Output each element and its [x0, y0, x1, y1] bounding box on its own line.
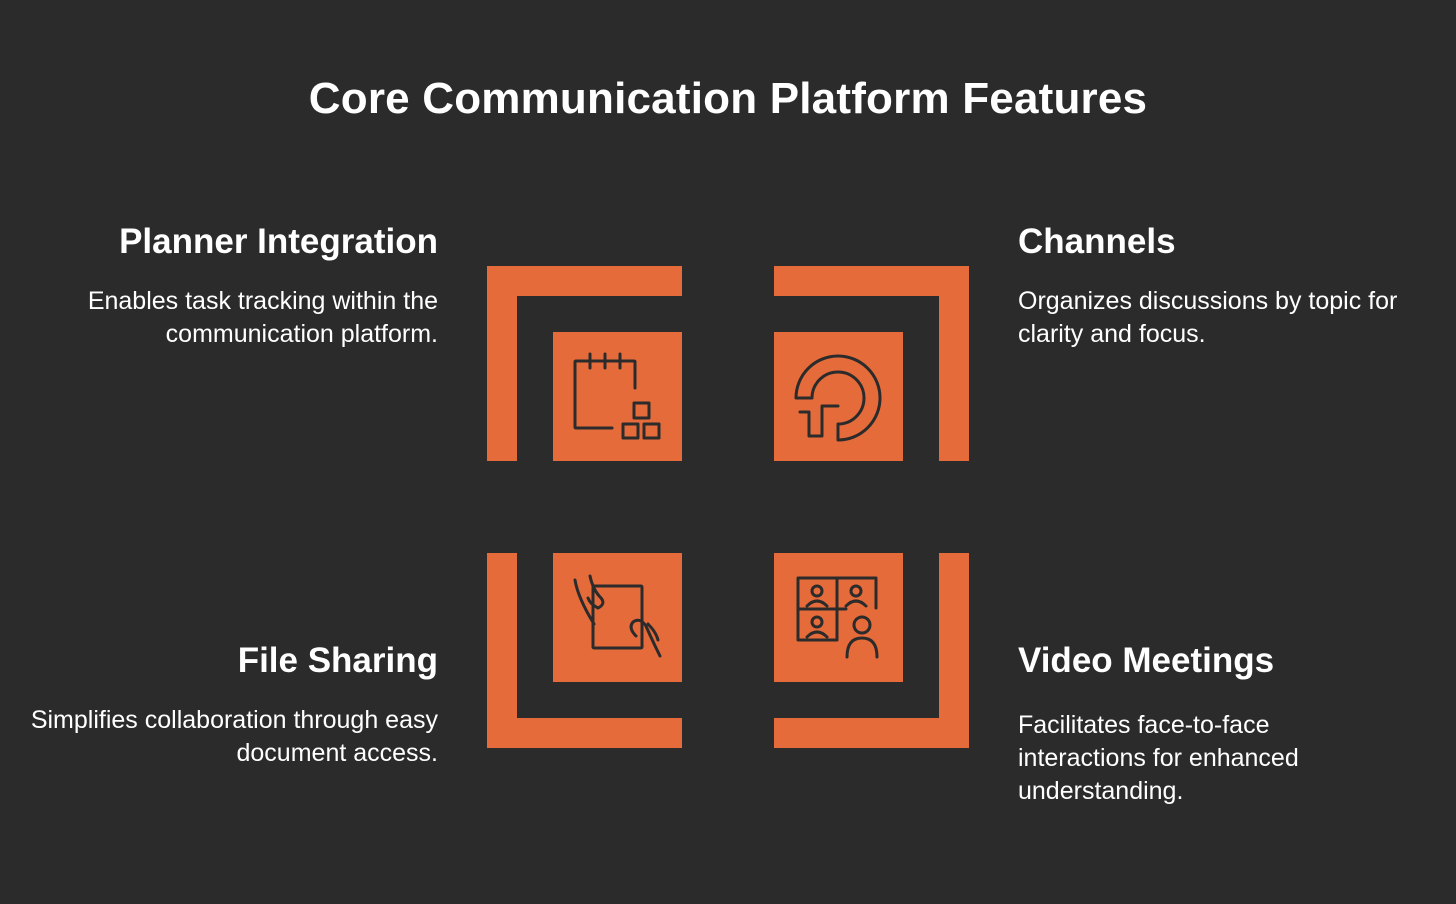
video-meetings-heading: Video Meetings	[1018, 641, 1275, 680]
channels-icon-tile	[774, 332, 903, 461]
file-sharing-description: Simplifies collaboration through easy do…	[30, 706, 438, 767]
video-meetings-description: Facilitates face-to-face interactions fo…	[1018, 711, 1299, 805]
bracket-top-right	[774, 266, 969, 461]
planner-integration-description: Enables task tracking within the communi…	[87, 287, 438, 348]
calendar-blocks-icon	[573, 352, 661, 440]
channels-description: Organizes discussions by topic for clari…	[1018, 287, 1398, 348]
video-grid-people-icon	[796, 576, 879, 659]
file-sharing-heading: File Sharing	[237, 641, 438, 680]
diagram-title: Core Communication Platform Features	[308, 74, 1148, 123]
file-sharing-icon-tile	[553, 553, 682, 682]
channel-ring-icon	[794, 354, 882, 442]
planner-integration-heading: Planner Integration	[119, 222, 438, 261]
hands-document-icon	[573, 574, 662, 658]
bracket-top-left	[487, 266, 682, 461]
bracket-group	[487, 266, 969, 748]
bracket-bottom-left	[487, 553, 682, 748]
channels-heading: Channels	[1018, 222, 1176, 261]
bracket-bottom-right	[774, 553, 969, 748]
planner-icon-tile	[553, 332, 682, 461]
